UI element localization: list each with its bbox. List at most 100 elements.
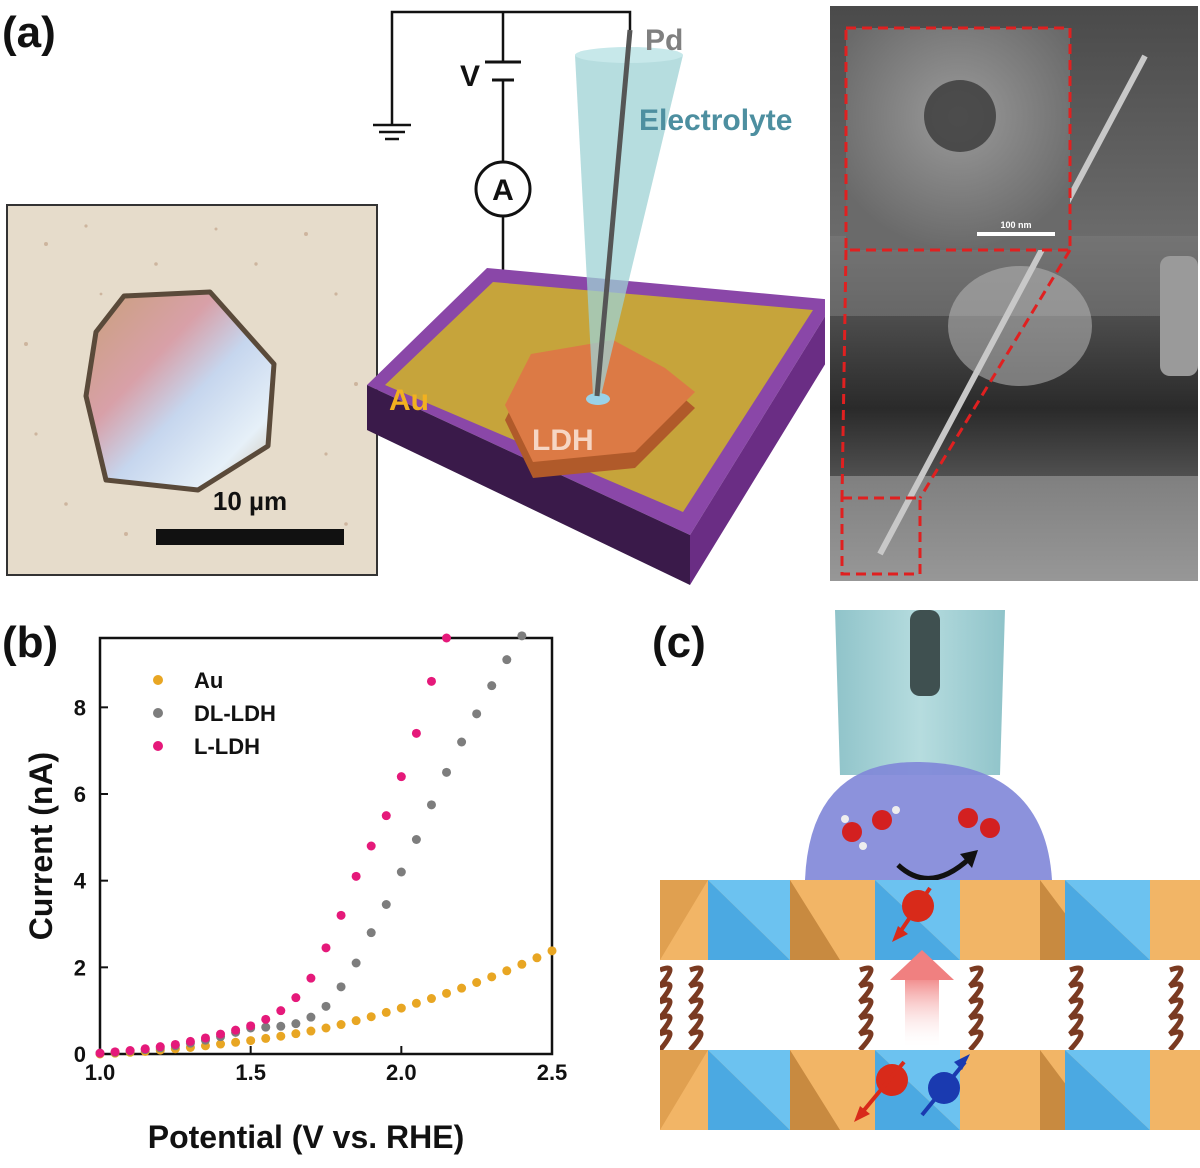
data-point-dl-ldh [276, 1021, 286, 1031]
data-point-au [411, 998, 421, 1008]
reaction-arrow [896, 856, 972, 881]
data-point-au [442, 988, 452, 998]
optical-scale-label: 10 µm [213, 486, 287, 516]
data-point-l-ldh [95, 1048, 105, 1058]
spin-electron-red [854, 1060, 908, 1122]
data-point-l-ldh [261, 1014, 271, 1024]
data-point-dl-ldh [487, 681, 497, 691]
data-point-au [396, 1003, 406, 1013]
data-point-l-ldh [140, 1044, 150, 1054]
sem-scale-label: 100 nm [1000, 220, 1031, 230]
data-point-dl-ldh [442, 767, 452, 777]
interlayer-springs [660, 965, 1184, 1052]
data-point-l-ldh [185, 1036, 195, 1046]
x-tick-label: 1.5 [235, 1060, 266, 1085]
data-point-l-ldh [155, 1042, 165, 1052]
data-point-dl-ldh [381, 900, 391, 909]
x-tick-label: 2.0 [386, 1060, 417, 1085]
oxygen-molecule [958, 808, 1000, 838]
data-point-l-ldh [396, 772, 406, 782]
tip-photograph: 100 nm [830, 6, 1198, 581]
data-point-dl-ldh [291, 1019, 301, 1029]
data-point-au [487, 972, 497, 982]
pipette-aperture [924, 80, 996, 152]
ldh-flake [83, 289, 277, 493]
data-point-dl-ldh [396, 867, 406, 877]
legend-marker-dl-ldh [153, 708, 163, 718]
y-tick-label: 0 [74, 1042, 86, 1067]
data-point-au [231, 1037, 241, 1047]
pd-wire [594, 29, 633, 397]
data-point-l-ldh [231, 1025, 241, 1035]
pd-label: Pd [645, 24, 683, 57]
x-tick-label: 2.5 [537, 1060, 568, 1085]
electrolyte-dome [805, 761, 1052, 880]
hydroxide-molecule [872, 806, 900, 830]
data-point-au [321, 1023, 331, 1033]
au-label: Au [389, 384, 429, 417]
plot-frame [98, 636, 554, 1056]
data-point-au [532, 953, 542, 963]
data-point-au [336, 1020, 346, 1030]
data-point-l-ldh [321, 943, 331, 953]
electrolyte-label: Electrolyte [639, 104, 792, 137]
spin-electron-blue [920, 1054, 970, 1117]
mechanism-schematic [660, 610, 1200, 1130]
data-point-l-ldh [442, 633, 452, 643]
data-point-au [246, 1036, 256, 1046]
data-point-dl-ldh [426, 800, 436, 810]
data-point-dl-ldh [321, 1001, 331, 1011]
pd-electrode [910, 610, 940, 696]
legend-marker-au [153, 675, 163, 685]
data-point-l-ldh [306, 973, 316, 983]
data-point-au [502, 966, 512, 976]
data-point-au [261, 1033, 271, 1043]
data-point-l-ldh [381, 811, 391, 821]
data-point-dl-ldh [457, 737, 467, 747]
x-axis-label: Potential (V vs. RHE) [148, 1119, 465, 1155]
panel-b-label: (b) [2, 618, 59, 667]
data-point-dl-ldh [261, 1022, 271, 1032]
ground-icon [373, 123, 411, 141]
data-point-au [216, 1039, 226, 1049]
data-point-l-ldh [411, 728, 421, 738]
data-point-au [381, 1007, 391, 1017]
x-tick-label: 1.0 [85, 1060, 116, 1085]
data-point-au [547, 946, 557, 956]
data-point-l-ldh [200, 1033, 210, 1043]
data-point-l-ldh [216, 1029, 226, 1039]
data-point-dl-ldh [351, 958, 361, 968]
panel-a-label: (a) [2, 8, 56, 57]
data-point-l-ldh [110, 1047, 120, 1057]
voltage-source-icon [485, 60, 521, 82]
ldh-label: LDH [532, 424, 594, 457]
legend-marker-l-ldh [153, 741, 163, 751]
legend-label-dl-ldh: DL-LDH [194, 701, 276, 726]
data-point-l-ldh [426, 676, 436, 686]
y-tick-label: 8 [74, 695, 86, 720]
data-point-l-ldh [336, 910, 346, 920]
data-point-dl-ldh [411, 835, 421, 844]
data-point-dl-ldh [472, 709, 482, 719]
data-point-au [457, 983, 467, 993]
data-point-l-ldh [276, 1006, 286, 1016]
electrolyte-droplet [586, 393, 610, 405]
spin-electron-top [892, 886, 934, 942]
data-point-dl-ldh [366, 928, 376, 938]
data-point-dl-ldh [306, 1012, 316, 1022]
panel-c-label: (c) [652, 618, 706, 667]
data-point-au [426, 994, 436, 1004]
data-point-au [366, 1012, 376, 1022]
data-point-au [472, 978, 482, 987]
electrolyte-cone [575, 55, 683, 396]
data-point-dl-ldh [336, 982, 346, 992]
data-point-l-ldh [291, 993, 301, 1003]
legend-label-l-ldh: L-LDH [194, 734, 260, 759]
data-point-l-ldh [351, 871, 361, 881]
voltage-label: V [460, 60, 480, 93]
zoom-frames [840, 26, 1072, 576]
y-tick-label: 2 [74, 955, 86, 980]
ldh-top-layer [660, 880, 1200, 960]
data-point-l-ldh [366, 841, 376, 851]
